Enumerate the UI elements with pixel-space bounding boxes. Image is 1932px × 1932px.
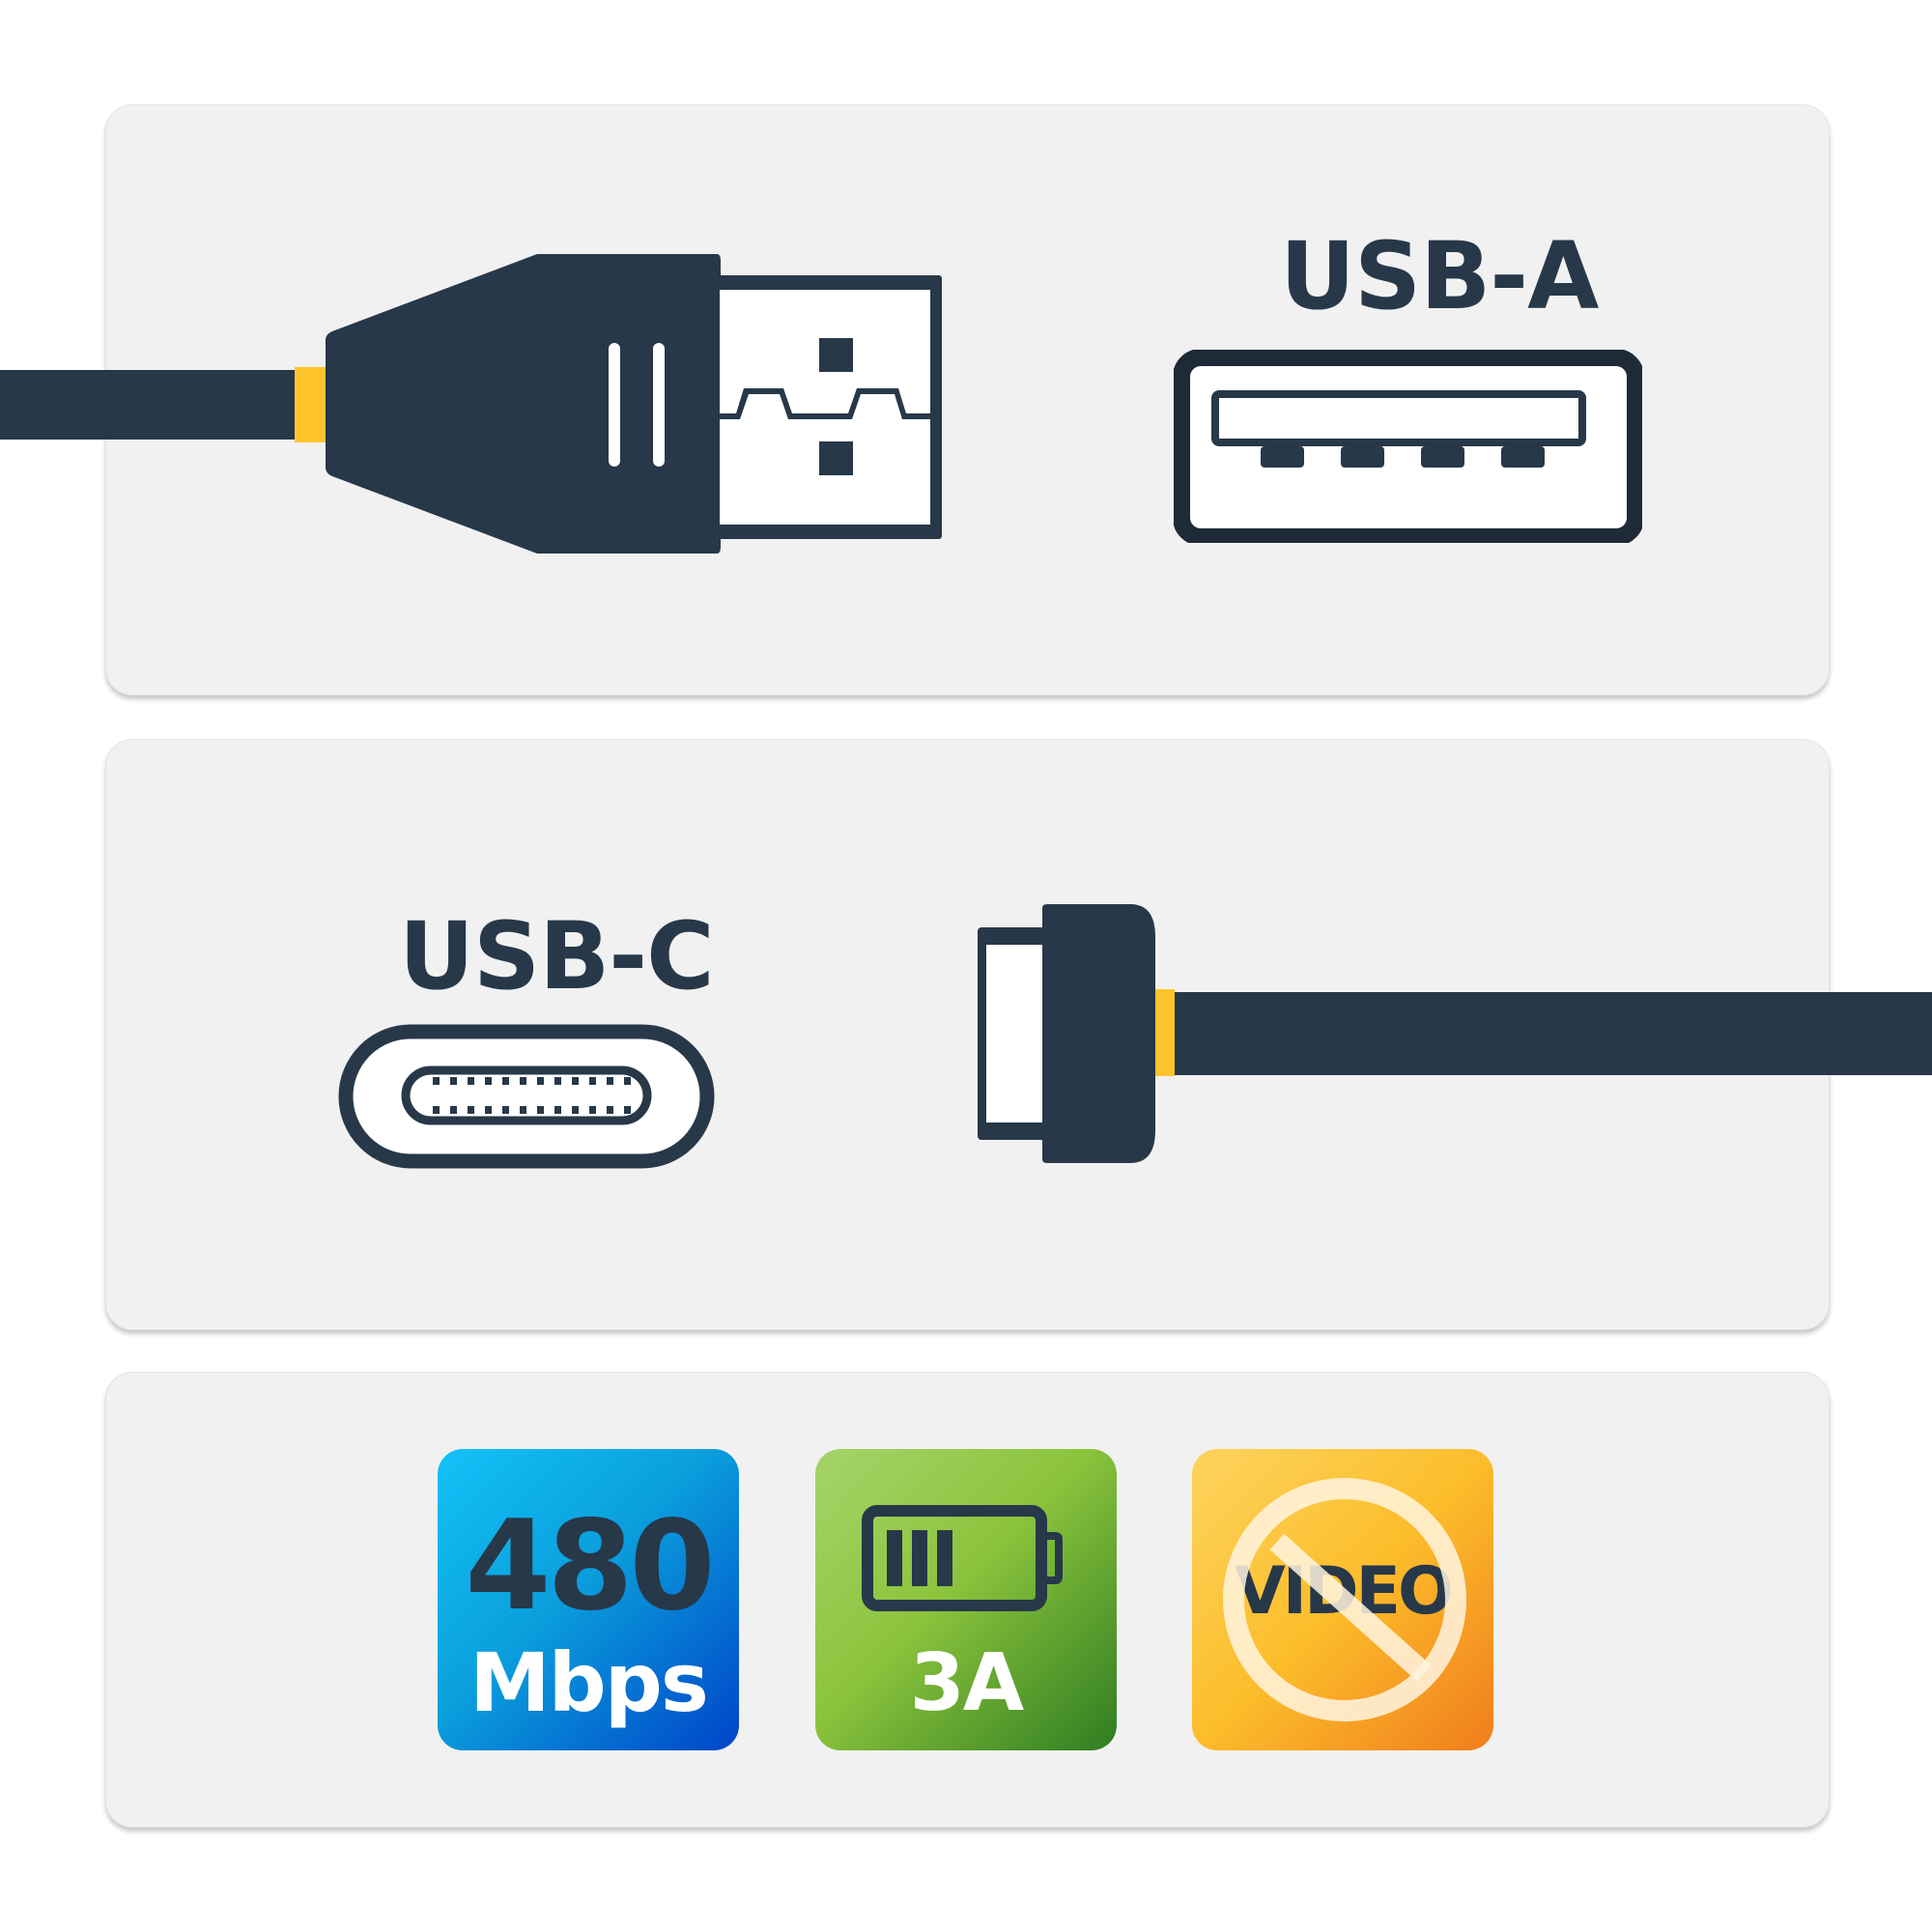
usb-a-port-icon (1174, 350, 1642, 543)
battery-icon (862, 1505, 1063, 1611)
current-value: 3A (909, 1637, 1025, 1729)
prohibited-icon (1223, 1478, 1466, 1721)
usb-c-label: USB-C (399, 902, 715, 1010)
power-badge: 3A (815, 1449, 1117, 1750)
usb-c-plug-icon (978, 904, 1932, 1163)
speed-badge: 480 Mbps (438, 1449, 739, 1750)
no-video-badge: VIDEO (1192, 1449, 1493, 1750)
speed-unit: Mbps (469, 1635, 709, 1730)
usb-a-label: USB-A (1280, 222, 1599, 330)
usb-a-plug-icon (0, 254, 942, 554)
speed-value: 480 (465, 1494, 715, 1638)
usb-c-port-icon (338, 1024, 715, 1169)
